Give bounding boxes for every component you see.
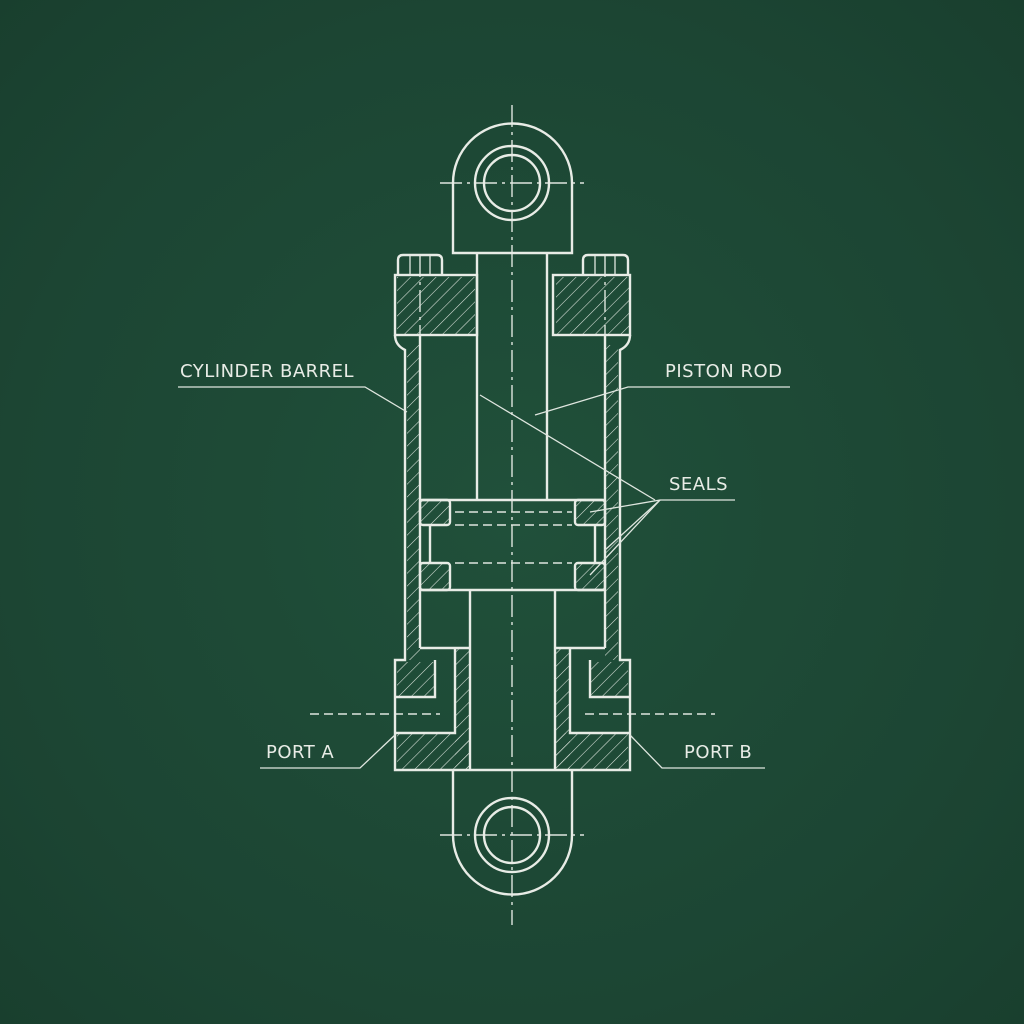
label-piston-rod: PISTON ROD: [665, 361, 783, 382]
bolts: [396, 253, 630, 275]
piston-rod: [468, 253, 557, 770]
bottom-clevis-eye: [451, 770, 574, 896]
label-seals: SEALS: [669, 474, 729, 495]
label-port-a: PORT A: [266, 742, 335, 763]
leader-lines: [178, 386, 790, 769]
top-clevis-eye: [451, 122, 574, 255]
label-cylinder-barrel: CYLINDER BARREL: [180, 361, 355, 382]
label-port-b: PORT B: [684, 742, 753, 763]
hatched-sections: [397, 277, 629, 770]
cylinder-barrel: [393, 273, 632, 772]
centerlines: [310, 105, 715, 925]
ports: [395, 648, 630, 735]
piston-seals: [418, 498, 607, 592]
